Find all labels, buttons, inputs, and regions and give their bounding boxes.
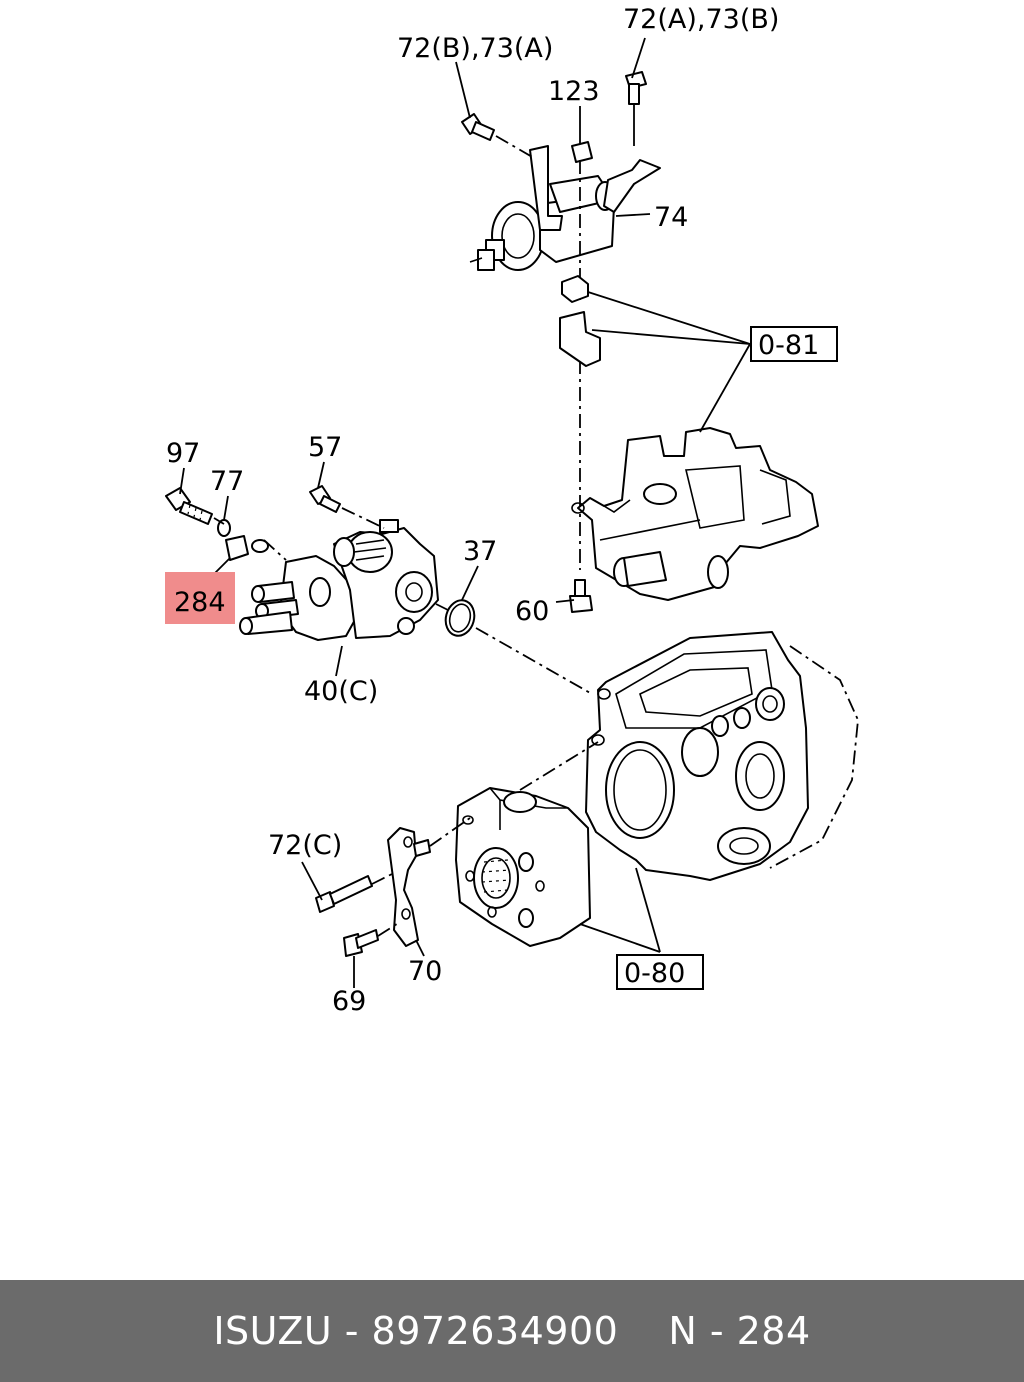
- part-bracket-70: [387, 827, 431, 947]
- label-74: 74: [654, 202, 688, 233]
- part-bolt-60: [569, 579, 593, 613]
- callout-labels: 72(A),73(B) 72(B),73(A) 123 74 0-81 97 7…: [165, 4, 838, 1017]
- label-72c: 72(C): [268, 830, 342, 861]
- part-bolt-69: [343, 929, 379, 957]
- label-0-81: 0-81: [758, 330, 819, 361]
- footer-part-number: 8972634900: [371, 1309, 619, 1353]
- leader-lines: [179, 37, 751, 988]
- part-bolt-72c: [315, 875, 373, 913]
- part-o-ring-37: [444, 599, 476, 637]
- footer-separator: -: [332, 1309, 372, 1353]
- part-iac-valve: [165, 485, 439, 641]
- label-72b-73a: 72(B),73(A): [397, 33, 553, 64]
- part-actuator-bracket: [461, 71, 661, 271]
- footer-position: N - 284: [668, 1309, 811, 1353]
- label-97: 97: [166, 438, 200, 469]
- label-284: 284: [174, 587, 226, 618]
- label-0-80: 0-80: [624, 958, 685, 989]
- ref-box-0-80: [616, 954, 704, 990]
- part-throttle-body: [585, 631, 859, 881]
- highlight-box-284: [165, 572, 235, 624]
- label-123: 123: [548, 76, 600, 107]
- assembly-lines: [213, 135, 599, 937]
- ref-box-0-81: [750, 326, 838, 362]
- footer-bar: ISUZU - 8972634900 N - 284: [0, 1280, 1024, 1382]
- label-60: 60: [515, 596, 549, 627]
- label-37: 37: [463, 536, 497, 567]
- label-72a-73b: 72(A),73(B): [623, 4, 779, 35]
- parts-diagram: 72(A),73(B) 72(B),73(A) 123 74 0-81 97 7…: [165, 4, 859, 1017]
- footer-brand: ISUZU: [213, 1309, 333, 1353]
- part-manifold-housing: [571, 427, 819, 601]
- label-57: 57: [308, 432, 342, 463]
- label-40c: 40(C): [304, 676, 378, 707]
- label-77: 77: [210, 466, 244, 497]
- label-69: 69: [332, 986, 366, 1017]
- part-flange-plate: [455, 787, 591, 947]
- label-70: 70: [408, 956, 442, 987]
- part-clips: [559, 275, 601, 367]
